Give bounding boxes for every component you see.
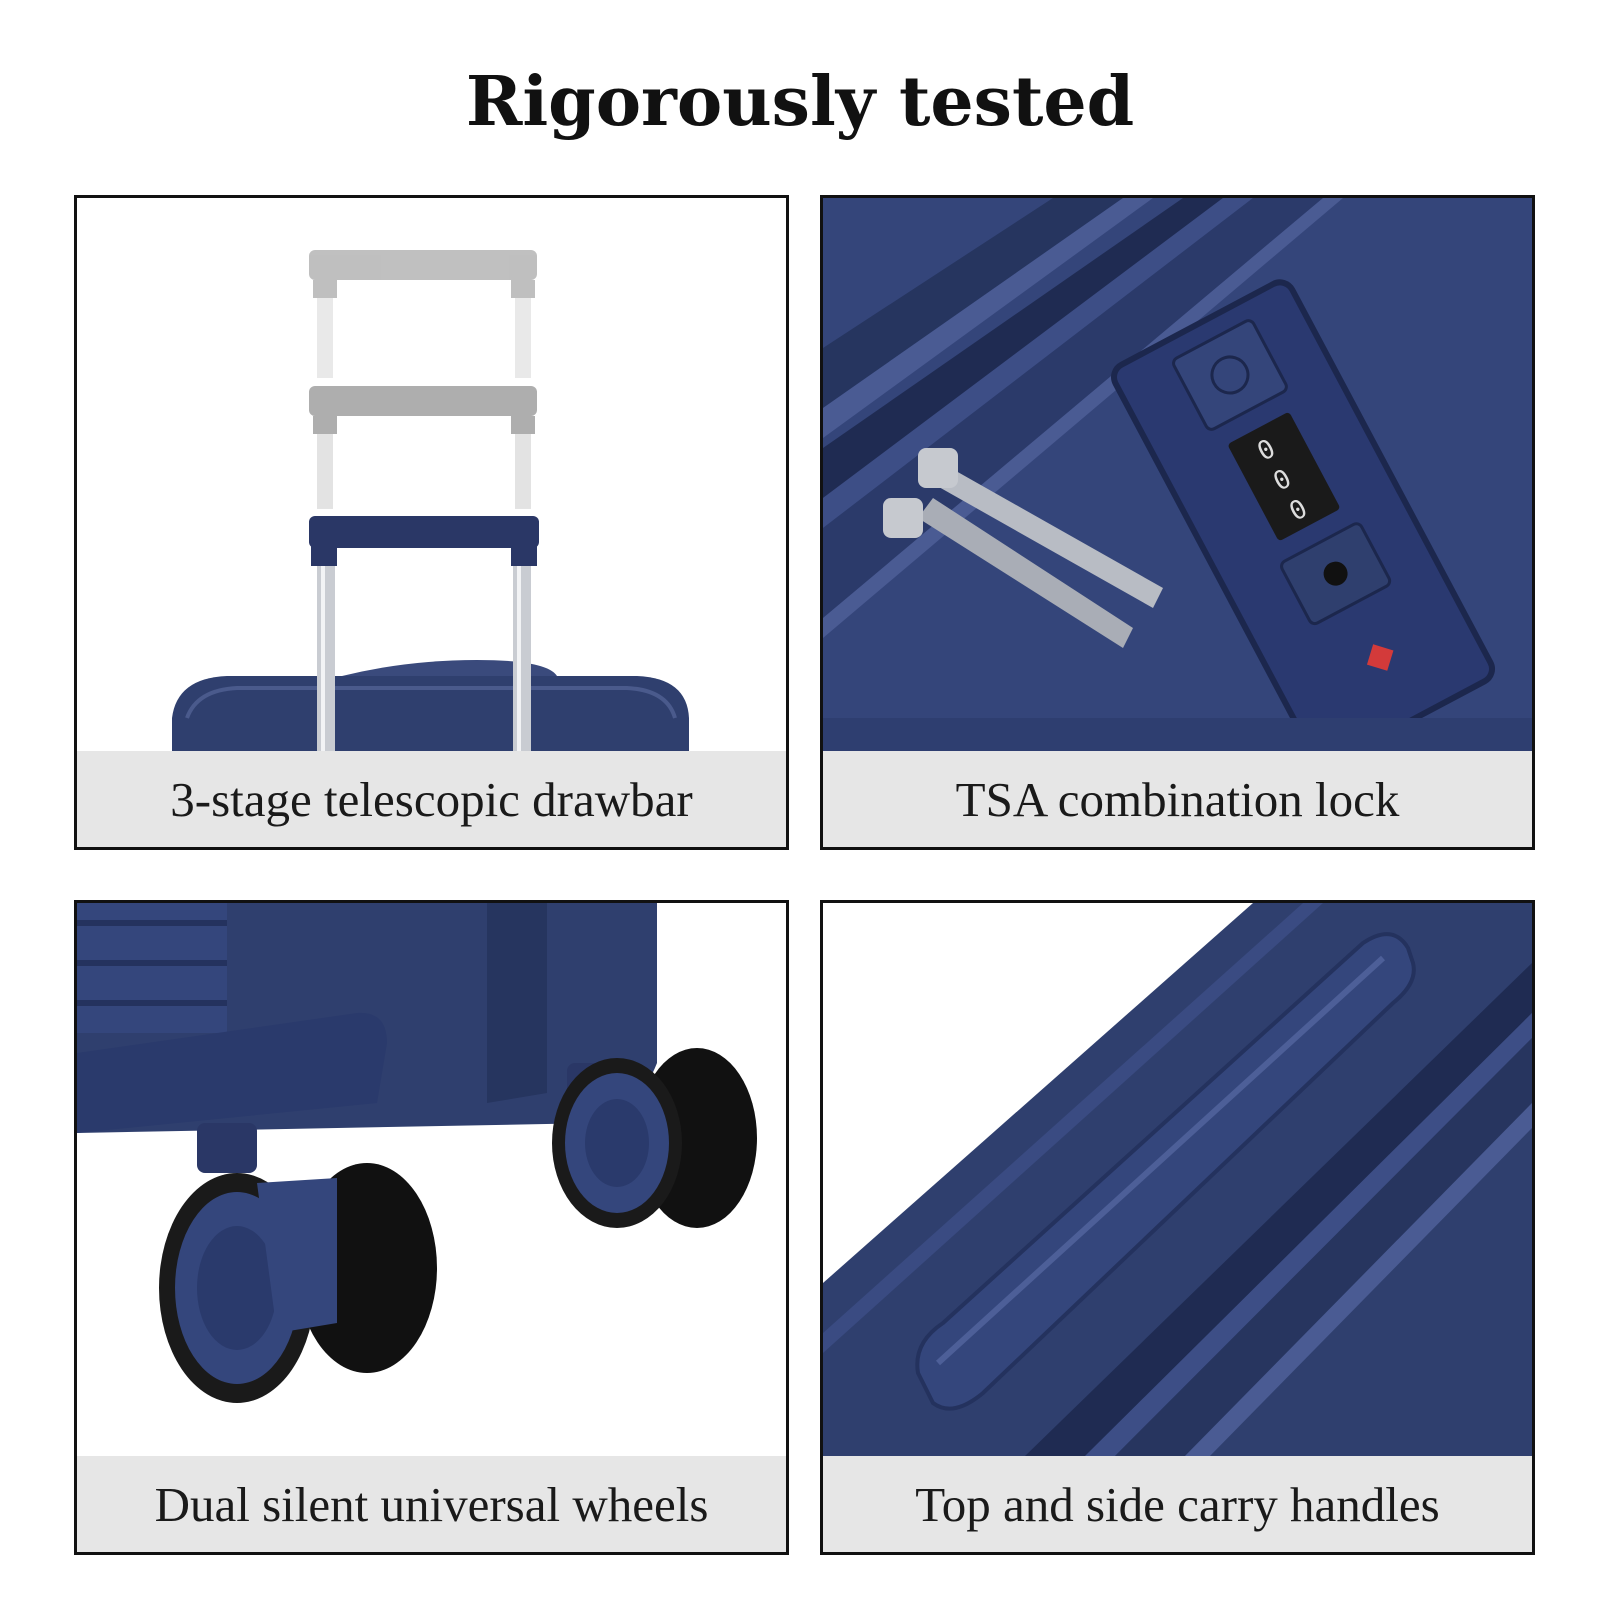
panel-caption: TSA combination lock <box>823 751 1532 847</box>
tsa-lock-photo: 0 0 0 <box>823 198 1532 753</box>
panel-caption: 3-stage telescopic drawbar <box>77 751 786 847</box>
carry-handle-photo <box>823 903 1532 1458</box>
telescopic-handle-photo <box>77 198 786 753</box>
feature-panel-lock: 0 0 0 TSA combination lock <box>820 195 1535 850</box>
carry-handle <box>915 932 1416 1411</box>
feature-panel-drawbar: 3-stage telescopic drawbar <box>74 195 789 850</box>
zipper-pull <box>883 448 1163 648</box>
page-title: Rigorously tested <box>465 62 1135 142</box>
feature-panel-wheels: Dual silent universal wheels <box>74 900 789 1555</box>
spinner-wheels-photo <box>77 903 786 1458</box>
panel-caption: Dual silent universal wheels <box>77 1456 786 1552</box>
panel-caption: Top and side carry handles <box>823 1456 1532 1552</box>
feature-panel-handles: Top and side carry handles <box>820 900 1535 1555</box>
